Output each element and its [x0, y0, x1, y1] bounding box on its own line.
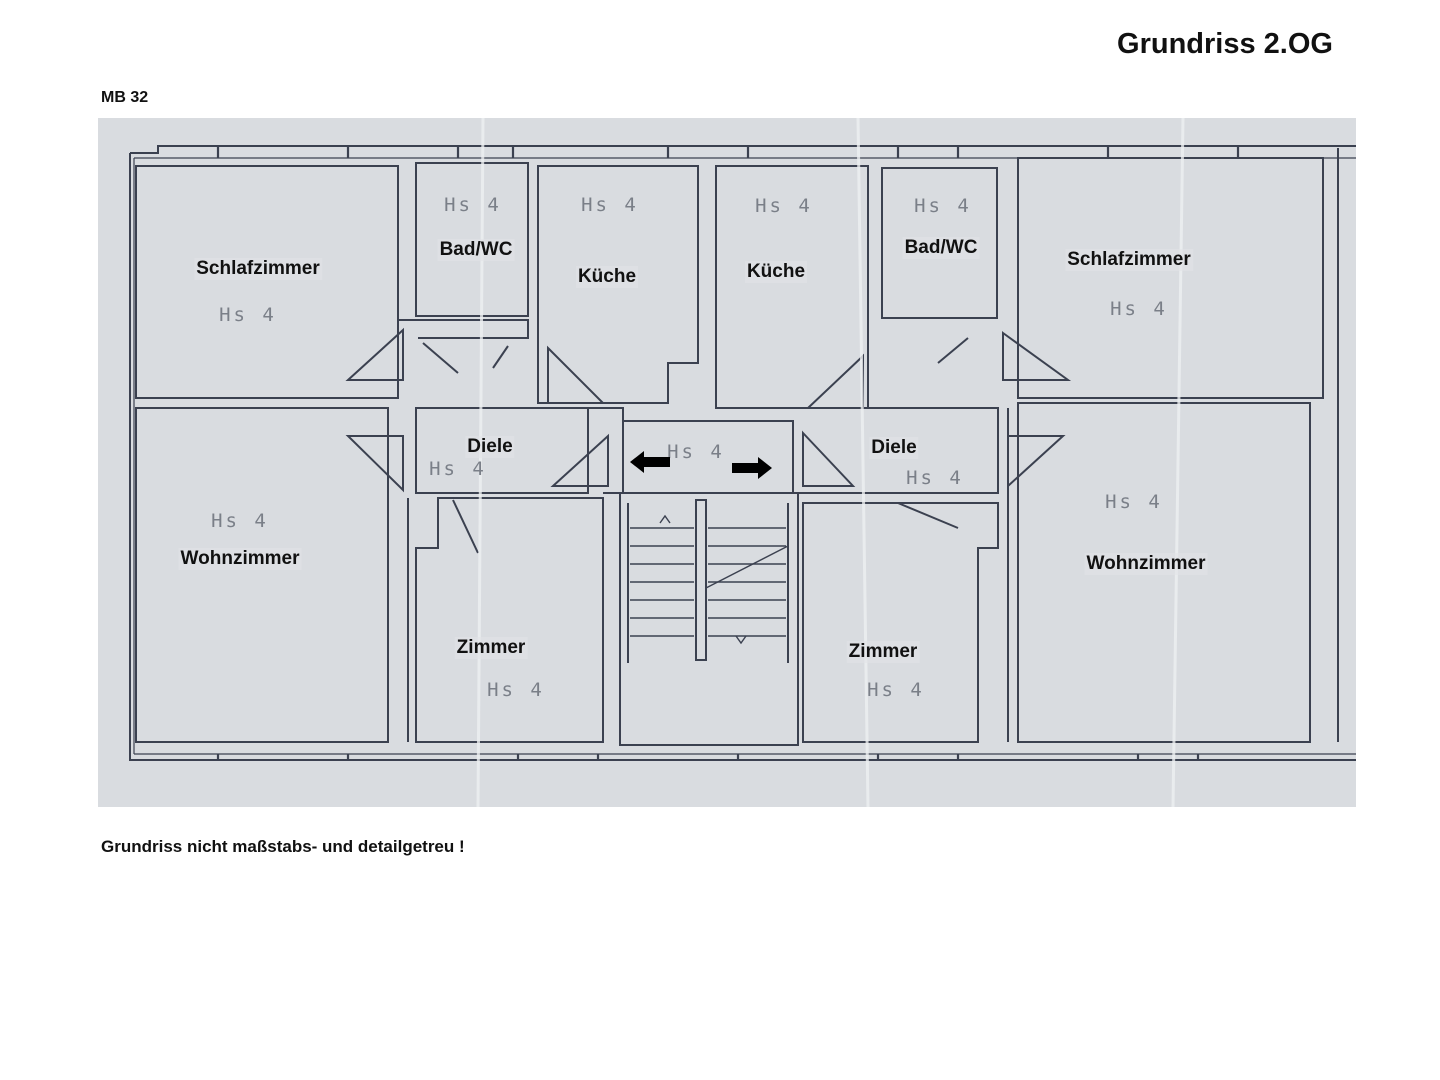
floor-plan: Schlafzimmer Bad/WC Küche Küche Bad/WC S…: [98, 118, 1356, 807]
disclaimer-note: Grundriss nicht maßstabs- und detailgetr…: [101, 837, 465, 856]
plan-code: MB 32: [101, 89, 149, 106]
arrow-left-icon: [630, 451, 670, 473]
room-label-bad-wc-left: Bad/WC: [437, 239, 515, 261]
room-label-kueche-left: Küche: [575, 266, 639, 288]
hs-note: Hs 4: [444, 194, 502, 216]
hs-note: Hs 4: [667, 441, 725, 463]
hs-note: Hs 4: [867, 679, 925, 701]
hs-note: Hs 4: [581, 194, 639, 216]
page-title: Grundriss 2.OG: [1117, 28, 1333, 60]
room-label-kueche-right: Küche: [744, 261, 808, 283]
room-label-schlafzimmer-left: Schlafzimmer: [194, 258, 322, 280]
hs-note: Hs 4: [1105, 491, 1163, 513]
hs-note: Hs 4: [211, 510, 269, 532]
room-label-diele-right: Diele: [869, 437, 919, 459]
hs-note: Hs 4: [914, 195, 972, 217]
hs-note: Hs 4: [906, 467, 964, 489]
room-label-bad-wc-right: Bad/WC: [902, 237, 980, 259]
room-label-wohnzimmer-left: Wohnzimmer: [178, 548, 302, 570]
arrow-right-icon: [732, 457, 772, 479]
hs-note: Hs 4: [755, 195, 813, 217]
hs-note: Hs 4: [1110, 298, 1168, 320]
hs-note: Hs 4: [487, 679, 545, 701]
room-label-diele-left: Diele: [465, 436, 515, 458]
floor-plan-drawing: [129, 118, 1356, 807]
room-label-zimmer-left: Zimmer: [454, 637, 528, 659]
room-label-wohnzimmer-right: Wohnzimmer: [1084, 553, 1208, 575]
room-label-zimmer-right: Zimmer: [846, 641, 920, 663]
hs-note: Hs 4: [219, 304, 277, 326]
room-label-schlafzimmer-right: Schlafzimmer: [1065, 249, 1193, 271]
hs-note: Hs 4: [429, 458, 487, 480]
